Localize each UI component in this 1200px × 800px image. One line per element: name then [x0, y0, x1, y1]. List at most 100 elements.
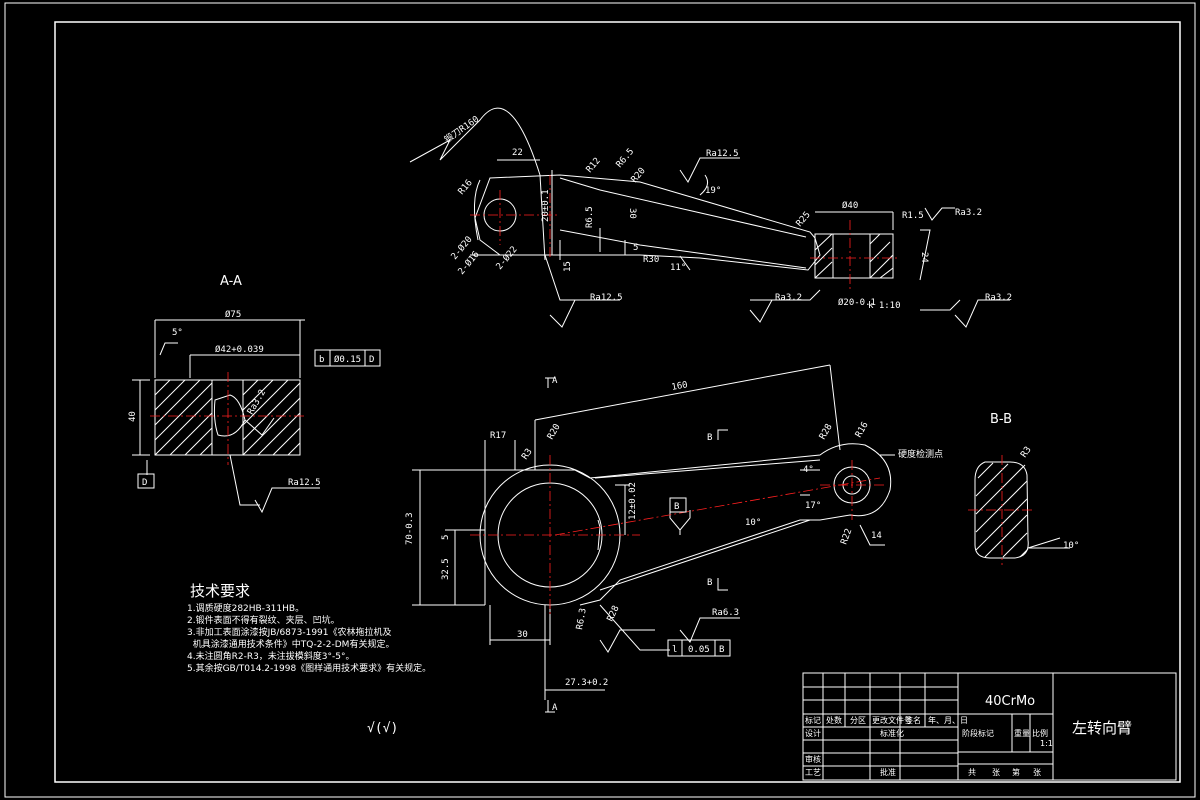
dim-r1-5: R1.5	[902, 211, 924, 221]
section-mark-b-top: B	[707, 433, 712, 443]
hardness-point-label: 硬度检测点	[898, 448, 943, 460]
aa-ra32: Ra3.2	[246, 388, 268, 416]
title-block	[802, 672, 1177, 781]
main-tol-symbol: l	[672, 645, 677, 655]
tech-item: 4.未注圆角R2-R3，未注拔模斜度3°-5°。	[187, 652, 355, 662]
tb-sheets: 张	[992, 768, 1000, 777]
dim-30: 30	[627, 208, 637, 219]
tb-row1-c1: 标记	[805, 715, 821, 725]
angle-11: 11°	[670, 263, 686, 273]
aa-tol-value: Ø0.15	[334, 354, 361, 365]
material-label: 40CrMo	[985, 694, 1035, 709]
dim-12-tol: 12±0.02	[628, 482, 638, 520]
dim-r3: R3	[520, 447, 534, 462]
dim-22: 22	[512, 148, 523, 158]
section-bb-title: B-B	[990, 412, 1012, 427]
tb-sheet: 张	[1033, 768, 1041, 777]
tb-row1-c6: 年、月、日	[928, 715, 968, 725]
roughness-bottom-right: Ra3.2	[985, 293, 1012, 303]
angle-4: 4°	[803, 465, 814, 475]
tb-stage: 阶段标记	[962, 728, 994, 738]
main-tol-value: 0.05	[688, 645, 710, 655]
top-view	[409, 107, 1010, 328]
main-tolerance-frame	[667, 639, 731, 657]
aa-tolerance-frame	[314, 349, 381, 367]
dim-r28b: R28	[606, 604, 622, 623]
dim-r30: R30	[643, 255, 659, 265]
main-tol-datum: B	[719, 645, 724, 655]
dim-5: 5	[633, 243, 638, 253]
section-bb-centerlines	[968, 455, 1035, 565]
dim-r22: R22	[839, 527, 854, 546]
aa-tol-symbol: b	[319, 355, 324, 365]
tb-no: 第	[1012, 767, 1020, 777]
inner-border	[54, 21, 1181, 783]
roughness-bottom-left: Ra12.5	[590, 293, 623, 303]
tech-item: 5.其余按GB/T014.2-1998《图样通用技术要求》有关规定。	[187, 664, 432, 674]
dim-r12: R12	[585, 156, 603, 175]
dim-2x22: 2-Ø22	[494, 244, 520, 272]
dim-r28: R28	[818, 422, 835, 441]
tech-item: 3.非加工表面涂漆按JB/6873-1991《农林拖拉机及	[187, 628, 392, 638]
dim-24: 24	[919, 252, 929, 263]
section-aa-text: A-A Ø75 5° Ø42+0.039 b Ø0.15 D 40 Ra3.2 …	[128, 274, 381, 489]
angle-10: 10°	[745, 518, 761, 528]
dim-r20-main: R20	[546, 422, 563, 441]
aa-ra125: Ra12.5	[288, 478, 321, 488]
dim-32-5: 32.5	[441, 558, 451, 580]
roughness-bottom-mid: Ra3.2	[775, 293, 802, 303]
dim-r6-3: R6.3	[575, 607, 589, 630]
title-block-text: 40CrMo 左转向臂 1:1 标记 处数 分区 更改文件号 签名 年、月、日 …	[805, 694, 1132, 777]
section-aa	[132, 319, 320, 514]
dim-5-main: 5	[441, 535, 451, 540]
dim-r16-main: R16	[854, 420, 871, 439]
bb-r3: R3	[1019, 445, 1033, 460]
tb-review: 审核	[805, 754, 821, 764]
aa-angle5: 5°	[172, 328, 183, 338]
aa-datum-box	[137, 473, 155, 489]
section-bb-text: B-B R3 10°	[990, 412, 1079, 551]
aa-phi42: Ø42+0.039	[215, 344, 264, 355]
dim-r6-5b: R6.5	[585, 206, 595, 228]
dim-phi40: Ø40	[842, 200, 858, 211]
section-bb	[974, 461, 1070, 559]
dim-r6-5: R6.5	[615, 147, 637, 170]
main-view-text: A A 160 R17 R3 R20 R28 R16 B B 硬度检测点 4° …	[405, 376, 943, 713]
drawing-title: 左转向臂	[1072, 719, 1132, 737]
tech-requirements-list: 1.调质硬度282HB-311HB。 2.锻件表面不得有裂纹、夹层、凹坑。 3.…	[187, 603, 431, 675]
dim-14: 14	[871, 531, 882, 541]
datum-b-letter: B	[674, 502, 679, 512]
section-aa-title: A-A	[220, 274, 242, 289]
bb-angle10: 10°	[1063, 541, 1079, 551]
tb-row1-c3: 分区	[850, 716, 866, 725]
tb-weight: 重量	[1014, 728, 1030, 738]
section-mark-a-top: A	[552, 376, 558, 386]
general-roughness-mark: √(√)	[367, 721, 398, 736]
tb-row1-c5: 签名	[905, 715, 921, 725]
tb-scale: 比例	[1032, 728, 1048, 738]
tb-approve: 批准	[880, 767, 896, 777]
dim-r16: R16	[457, 178, 475, 197]
dim-160: 160	[671, 380, 689, 393]
datum-b-box	[669, 497, 687, 513]
dim-20: 20±0.1	[541, 189, 551, 222]
tb-design: 设计	[805, 728, 821, 738]
tech-item: 机具涂漆通用技术条件》中TQ-2-2-DM有关规定。	[187, 640, 395, 650]
flash-radius-label: 锻刀R160	[442, 113, 481, 146]
taper-label: k 1:10	[868, 301, 901, 311]
top-view-text: 锻刀R160 22 R12 R6.5 R20 Ra12.5 R16 30 19°…	[442, 113, 1012, 311]
roughness-ra63: Ra6.3	[712, 608, 739, 618]
dim-r20: R20	[630, 166, 648, 185]
dim-r17: R17	[490, 431, 506, 441]
main-view	[412, 364, 895, 713]
outer-border	[4, 2, 1196, 798]
scale-value: 1:1	[1040, 739, 1053, 748]
aa-phi75: Ø75	[225, 309, 241, 320]
roughness-top: Ra12.5	[706, 149, 739, 159]
tb-row1-c4: 更改文件号	[872, 715, 912, 725]
dim-r25: R25	[795, 210, 813, 229]
tb-row1-c2: 处数	[826, 715, 842, 725]
main-view-centerlines	[470, 455, 885, 615]
dim-70: 70-0.3	[405, 512, 415, 545]
